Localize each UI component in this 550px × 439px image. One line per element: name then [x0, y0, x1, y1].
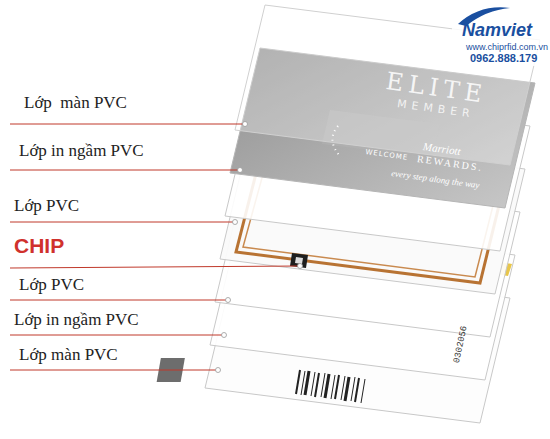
- part-name: Lớp PVC: [10, 195, 83, 217]
- part-name: Lớp màn PVC: [15, 344, 122, 366]
- part-name: Lớp in ngầm PVC: [10, 309, 143, 331]
- serial-number: 0302056: [452, 325, 470, 364]
- part-name: Lớp in ngầm PVC: [15, 140, 148, 162]
- part-name: Lớp PVC: [15, 274, 88, 296]
- part-name: Lớp màn PVC: [20, 92, 131, 114]
- chip-module: [295, 257, 303, 264]
- part-name: CHIP: [10, 233, 68, 259]
- website: www.chiprfid.com.vn: [466, 42, 548, 52]
- barcode: [296, 370, 365, 403]
- logo-backdrop: [452, 2, 548, 66]
- card-print: WELCOME: [365, 148, 409, 162]
- leader-lines: [10, 124, 300, 370]
- brand-name: Namviet: [462, 20, 532, 41]
- leader-dots: [216, 122, 303, 373]
- film-layer: [235, 5, 540, 165]
- phone-number: 0962.888.179: [470, 52, 537, 65]
